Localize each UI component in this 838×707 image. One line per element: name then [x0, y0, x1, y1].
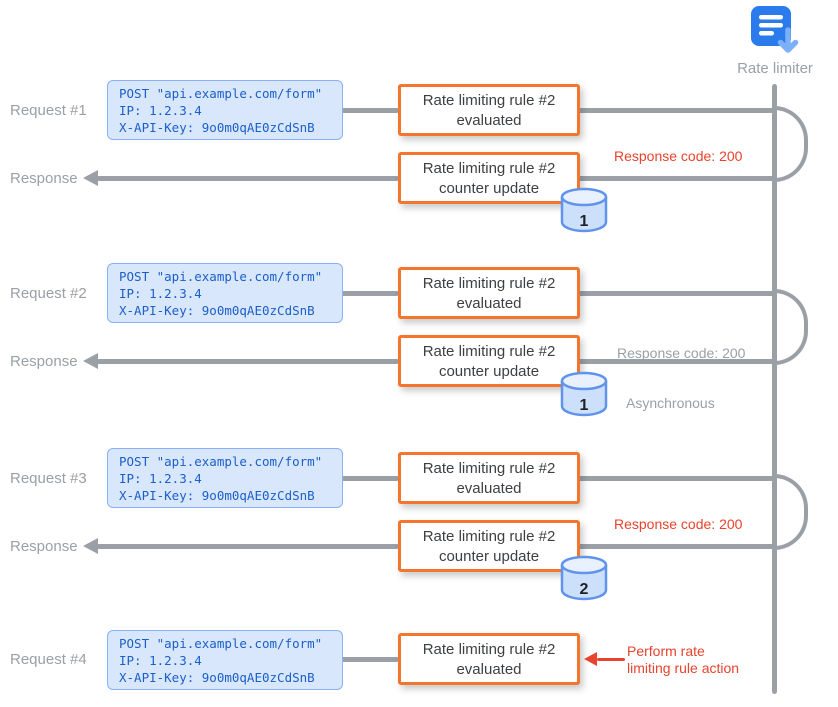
rule-box-line1: Rate limiting rule #2 — [422, 460, 556, 477]
request3-line-left — [341, 476, 399, 481]
request-ip-line: IP: 1.2.3.4 — [119, 103, 202, 118]
rule-action-arrowhead-icon — [584, 652, 597, 666]
response2-code-annotation: Response code: 200 — [617, 345, 746, 361]
request-ip-line: IP: 1.2.3.4 — [119, 653, 202, 668]
rule-box-line1: Rate limiting rule #2 — [422, 641, 556, 658]
request-ip-line: IP: 1.2.3.4 — [119, 471, 202, 486]
request-api-key-line: X-API-Key: 9o0m0qAE0zCdSnB — [119, 670, 315, 685]
rule-box-line2: evaluated — [456, 295, 522, 312]
response1-arrowhead-icon — [83, 170, 98, 186]
counter-db-3: 2 — [560, 555, 608, 601]
rule-box-line1: Rate limiting rule #2 — [422, 528, 556, 545]
rule-box-line2: counter update — [438, 180, 540, 197]
lane-label-request-3: Request #3 — [10, 470, 87, 487]
request1-line-right — [577, 108, 774, 113]
rule-box-line1: Rate limiting rule #2 — [422, 275, 556, 292]
request-card-2: POST "api.example.com/form" IP: 1.2.3.4 … — [107, 263, 343, 323]
rule-evaluated-box-1: Rate limiting rule #2 evaluated — [398, 84, 580, 136]
counter-update-box-2: Rate limiting rule #2 counter update — [398, 335, 580, 387]
response1-code-annotation: Response code: 200 — [614, 148, 743, 164]
rule-box-line1: Rate limiting rule #2 — [422, 160, 556, 177]
request-method-line: POST "api.example.com/form" — [119, 454, 323, 469]
rule-box-line1: Rate limiting rule #2 — [422, 343, 556, 360]
lane-label-request-4: Request #4 — [10, 651, 87, 668]
rule-action-line1: Perform rate — [627, 643, 705, 659]
response3-line-right — [577, 544, 774, 549]
request-method-line: POST "api.example.com/form" — [119, 636, 323, 651]
rule-action-line2: limiting rule action — [627, 660, 740, 676]
lifeline-arc-3 — [774, 474, 808, 550]
request-api-key-line: X-API-Key: 9o0m0qAE0zCdSnB — [119, 303, 315, 318]
rule-box-line2: evaluated — [456, 661, 522, 678]
counter-update-box-3: Rate limiting rule #2 counter update — [398, 520, 580, 572]
request1-line-left — [341, 108, 399, 113]
lifeline-arc-1 — [774, 106, 808, 182]
request-method-line: POST "api.example.com/form" — [119, 269, 323, 284]
lane-label-response-1: Response — [10, 170, 78, 187]
lifeline — [772, 84, 777, 694]
response3-code-annotation: Response code: 200 — [614, 516, 743, 532]
response2-line-right — [577, 359, 774, 364]
lane-label-request-1: Request #1 — [10, 102, 87, 119]
request-ip-line: IP: 1.2.3.4 — [119, 286, 202, 301]
response2-line-left — [96, 359, 399, 364]
request2-line-left — [341, 291, 399, 296]
lane-label-response-2: Response — [10, 353, 78, 370]
request4-line-left — [341, 657, 399, 662]
counter-db-2: 1 — [560, 371, 608, 417]
rate-limiter-label: Rate limiter — [737, 60, 813, 77]
rule-evaluated-box-2: Rate limiting rule #2 evaluated — [398, 267, 580, 319]
rule-box-line1: Rate limiting rule #2 — [422, 92, 556, 109]
request-card-1: POST "api.example.com/form" IP: 1.2.3.4 … — [107, 80, 343, 140]
rule-evaluated-box-3: Rate limiting rule #2 evaluated — [398, 452, 580, 504]
response1-line-left — [96, 176, 399, 181]
rule-evaluated-box-4: Rate limiting rule #2 evaluated — [398, 633, 580, 685]
response3-arrowhead-icon — [83, 538, 98, 554]
counter-value-2: 1 — [580, 397, 589, 414]
request2-line-right — [577, 291, 774, 296]
request-api-key-line: X-API-Key: 9o0m0qAE0zCdSnB — [119, 120, 315, 135]
rule-action-annotation: Perform rate limiting rule action — [627, 643, 739, 677]
response2-arrowhead-icon — [83, 353, 98, 369]
counter-db-1: 1 — [560, 187, 608, 233]
lane-label-response-3: Response — [10, 538, 78, 555]
lifeline-arc-2 — [774, 289, 808, 365]
response3-line-left — [96, 544, 399, 549]
rule-action-arrow-line — [597, 658, 625, 661]
request3-line-right — [577, 476, 774, 481]
lane-label-request-2: Request #2 — [10, 285, 87, 302]
request-method-line: POST "api.example.com/form" — [119, 86, 323, 101]
asynchronous-note: Asynchronous — [626, 395, 715, 411]
rule-box-line2: counter update — [438, 548, 540, 565]
request-card-3: POST "api.example.com/form" IP: 1.2.3.4 … — [107, 448, 343, 508]
rule-box-line2: evaluated — [456, 112, 522, 129]
request-card-4: POST "api.example.com/form" IP: 1.2.3.4 … — [107, 630, 343, 690]
request-api-key-line: X-API-Key: 9o0m0qAE0zCdSnB — [119, 488, 315, 503]
rate-limiter-icon — [751, 6, 799, 53]
response1-line-right — [577, 176, 774, 181]
counter-value-3: 2 — [580, 581, 589, 598]
counter-value-1: 1 — [580, 213, 589, 230]
counter-update-box-1: Rate limiting rule #2 counter update — [398, 152, 580, 204]
rule-box-line2: counter update — [438, 363, 540, 380]
rule-box-line2: evaluated — [456, 480, 522, 497]
